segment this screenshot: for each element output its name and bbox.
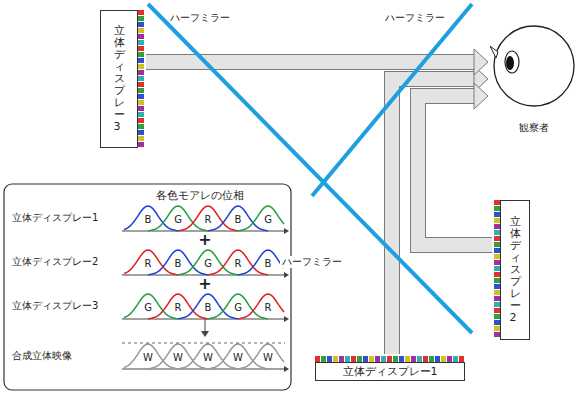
inset-label: G: [174, 214, 182, 226]
inset-label: +: [198, 274, 211, 293]
inset-label: B: [175, 258, 182, 270]
inset-label: G: [204, 258, 212, 270]
inset-label: 立体ディスプレー1: [12, 212, 98, 224]
inset-label: W: [173, 352, 183, 364]
inset-label: W: [203, 352, 213, 364]
inset-label: 立体ディスプレー3: [12, 300, 98, 312]
display-box: 立体ディスプレー2: [500, 200, 530, 340]
observer-face: [490, 22, 577, 112]
inset-label: 合成立体映像: [12, 350, 72, 362]
inset-label: W: [143, 352, 153, 364]
inset-label: G: [234, 302, 242, 314]
mirror-label: ハーフミラー: [280, 256, 344, 268]
moire-waves: [122, 206, 289, 372]
display-label: 立体ディスプレー2: [510, 216, 521, 325]
half-mirror: [148, 4, 472, 333]
inset-label: G: [144, 302, 152, 314]
inset-label: R: [205, 214, 212, 226]
dashed-line: [122, 343, 285, 344]
inset-label: B: [205, 302, 212, 314]
light-path: [392, 66, 488, 354]
inset-label: R: [145, 258, 152, 270]
inset-panel: [4, 184, 291, 390]
mirror-label: ハーフミラー: [385, 12, 445, 24]
observer-label: 観察者: [490, 122, 577, 134]
inset-label: R: [265, 302, 272, 314]
half-mirror: [312, 4, 472, 196]
inset-label: 各色モアレの位相: [156, 189, 244, 202]
inset-label: +: [198, 230, 211, 249]
light-path: [418, 83, 492, 245]
inset-label: W: [233, 352, 243, 364]
inset-label: B: [235, 214, 242, 226]
display-label: 立体ディスプレー1: [343, 365, 438, 378]
inset-label: G: [264, 214, 272, 226]
inset-label: B: [145, 214, 152, 226]
inset-label: B: [265, 258, 272, 270]
inset-label: 立体ディスプレー2: [12, 256, 98, 268]
display-label: 立体ディスプレー3: [114, 25, 125, 134]
inset-label: R: [175, 302, 182, 314]
display-box: 立体ディスプレー1: [315, 362, 465, 381]
observer: 観察者: [490, 22, 577, 172]
mirror-label: ハーフミラー: [170, 12, 230, 24]
down-arrow-head: [201, 331, 209, 337]
inset-label: R: [235, 258, 242, 270]
display-box: 立体ディスプレー3: [100, 10, 138, 148]
inset-label: W: [263, 352, 273, 364]
